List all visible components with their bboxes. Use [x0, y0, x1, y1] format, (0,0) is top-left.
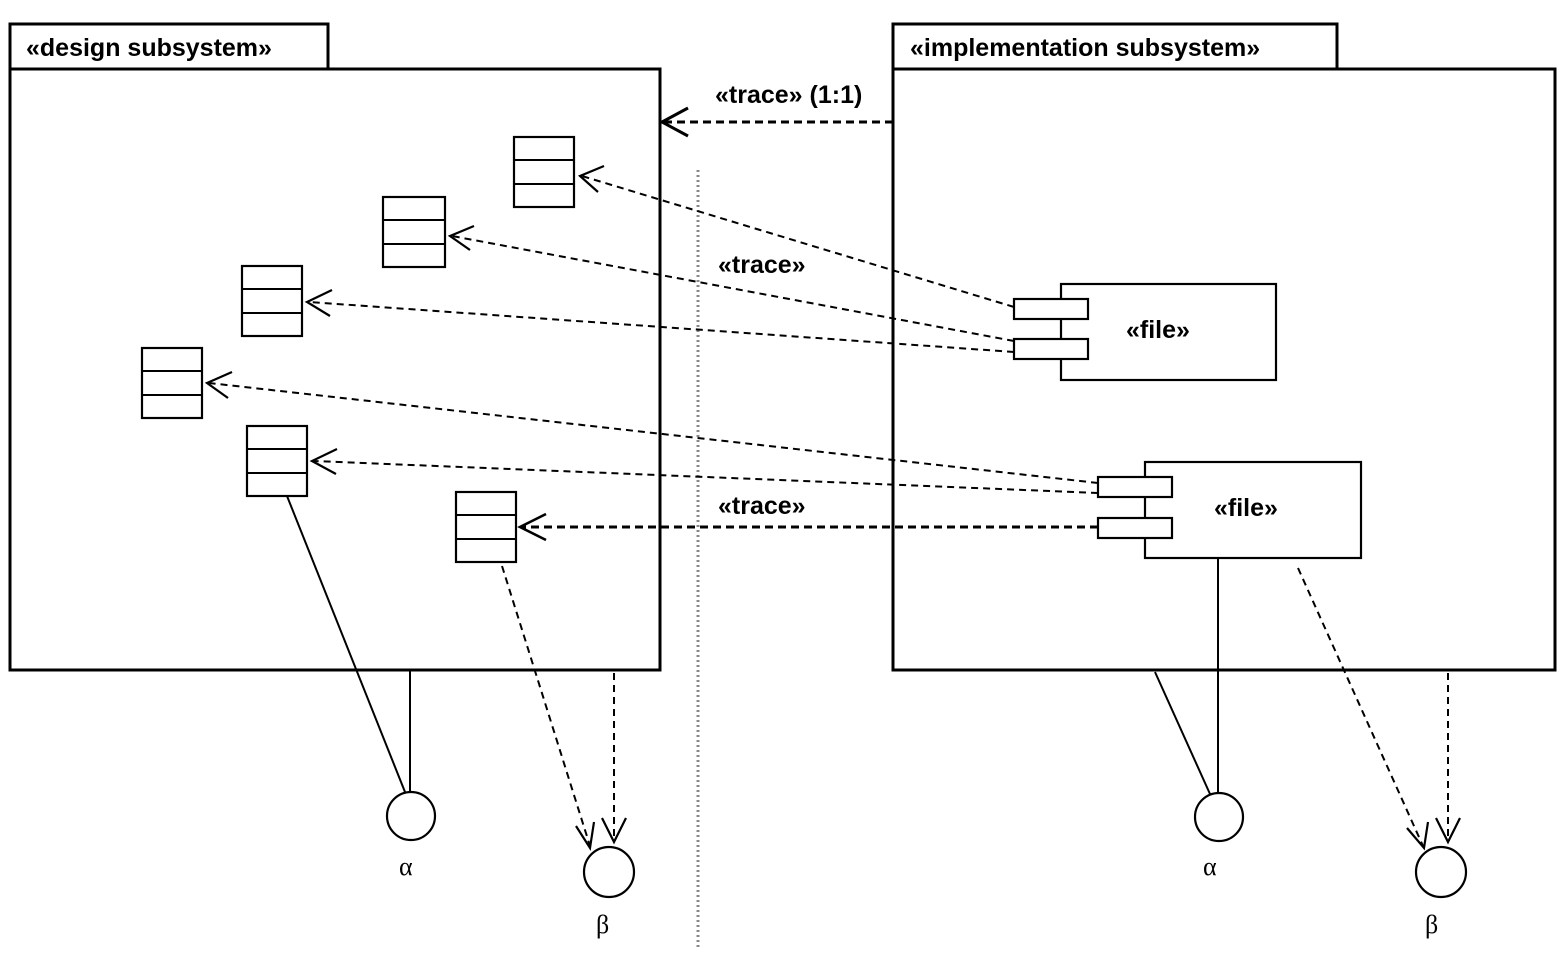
trace-arrow-4 [204, 370, 1099, 484]
upper-trace-label: «trace» [718, 251, 806, 279]
file-component-1: «file» [1012, 282, 1278, 382]
design-subsystem-package: «design subsystem» [8, 22, 662, 672]
design-class-3 [240, 264, 304, 338]
implementation-beta-label: β [1425, 910, 1438, 939]
trace-arrow-1 [577, 164, 1015, 308]
subsystem-trace-dependency: «trace» (1:1) [658, 81, 893, 138]
file-1-label: «file» [1126, 316, 1190, 344]
trace-arrow-5 [309, 448, 1099, 494]
trace-arrow-2 [447, 224, 1015, 342]
lower-trace-label: «trace» [718, 492, 806, 520]
design-class-1 [512, 135, 576, 209]
design-alpha-interface: α [286, 495, 437, 881]
design-beta-label: β [596, 910, 609, 939]
trace-arrow-3 [304, 289, 1015, 353]
design-class-5 [245, 424, 309, 498]
design-alpha-label: α [399, 852, 413, 881]
design-class-2 [381, 195, 447, 269]
design-subsystem-title: «design subsystem» [26, 34, 272, 62]
file-component-2: «file» [1096, 460, 1363, 560]
design-beta-interface: β [501, 565, 636, 939]
design-class-4 [140, 346, 204, 420]
implementation-beta-interface: β [1297, 567, 1468, 939]
implementation-subsystem-title: «implementation subsystem» [910, 34, 1260, 62]
file-2-label: «file» [1214, 494, 1278, 522]
subsystem-trace-label: «trace» (1:1) [715, 81, 862, 109]
design-class-6 [454, 490, 518, 564]
trace-arrow-6 [517, 512, 1098, 542]
implementation-alpha-label: α [1203, 852, 1217, 881]
implementation-alpha-interface: α [1154, 558, 1245, 881]
implementation-subsystem-package: «implementation subsystem» [891, 22, 1557, 672]
